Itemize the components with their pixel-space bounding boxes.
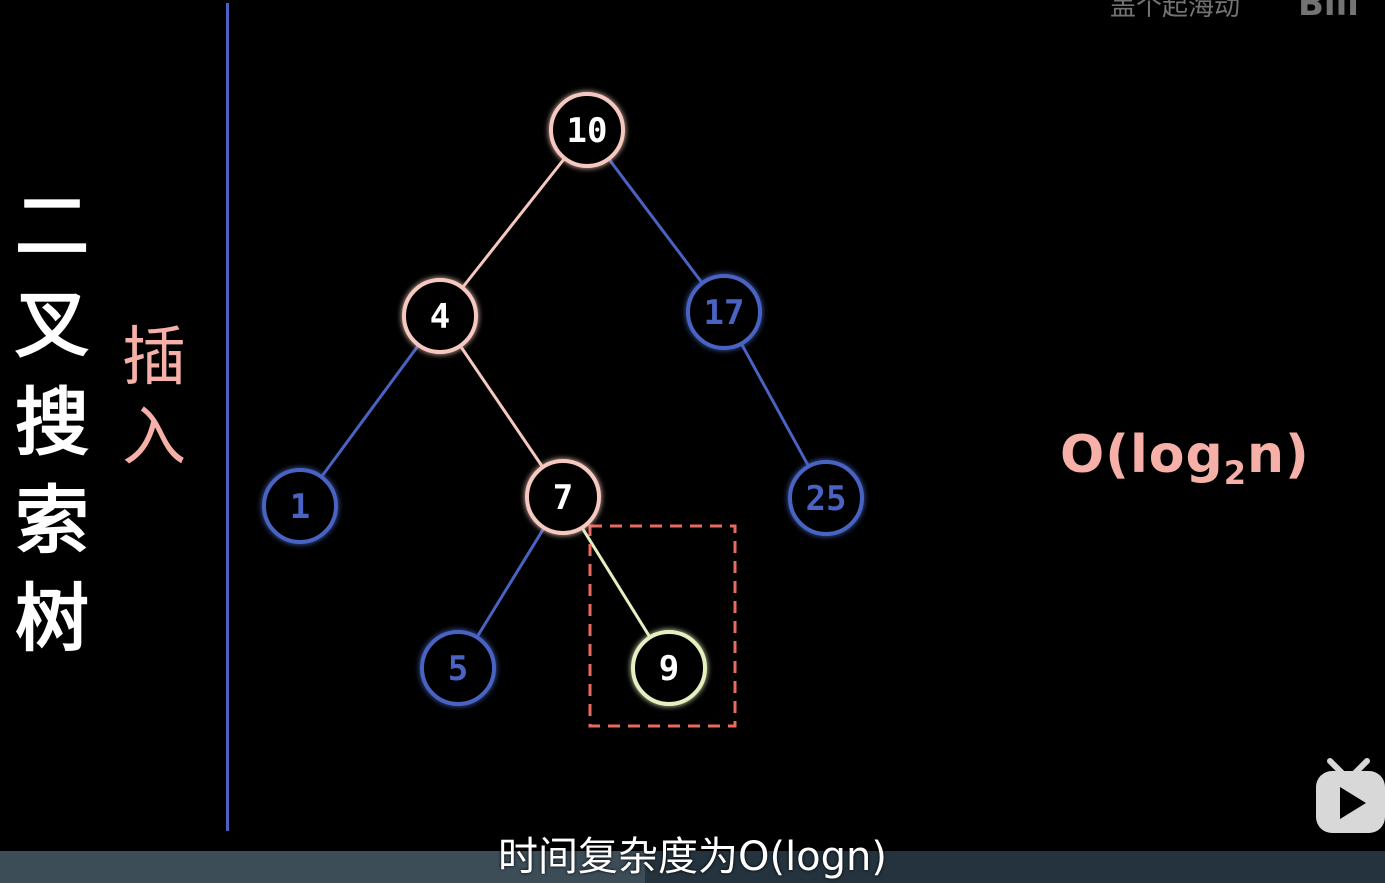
tree-node-label: 9 [659, 649, 679, 689]
section-title-char: 插 [122, 321, 186, 395]
complexity-prefix: O(log [1060, 425, 1224, 485]
tree-edge-n7-n5 [475, 526, 546, 639]
tree-node-circle [420, 630, 496, 706]
tree-node-circle [262, 468, 338, 544]
tree-node-label: 1 [290, 487, 310, 527]
tree-node-circle [788, 460, 864, 536]
side-title-char: 叉 [15, 282, 89, 368]
tree-node: 1 [262, 468, 338, 544]
complexity-base: 2 [1223, 454, 1248, 492]
progress-played [0, 851, 645, 883]
subtitle-caption: 时间复杂度为O(logn) [497, 834, 888, 880]
tree-node: 9 [631, 630, 707, 706]
tree-node-circle [402, 278, 478, 354]
side-title-char: 二 [15, 184, 89, 270]
bilibili-tv-icon[interactable] [1312, 755, 1385, 837]
tree-node: 5 [420, 630, 496, 706]
tree-node-label: 25 [806, 479, 847, 519]
tree-node: 7 [525, 459, 601, 535]
tree-edge-n7-n9 [580, 526, 652, 639]
side-title-char: 树 [15, 576, 89, 662]
tree-node-circle [549, 92, 625, 168]
edges [320, 157, 811, 639]
tree-node: 10 [549, 92, 625, 168]
tree-node-label: 4 [430, 297, 450, 337]
tree-edge-n10-n4 [461, 157, 566, 289]
tree-edge-n10-n17 [607, 157, 704, 285]
vertical-divider [226, 3, 229, 831]
tree-node-label: 17 [704, 293, 745, 333]
complexity-label: O(log2n) [1060, 425, 1310, 492]
bilibili-logo: Bili [1298, 0, 1359, 24]
side-title-char: 搜 [15, 380, 89, 466]
tree-edge-n17-n25 [739, 342, 811, 468]
complexity-suffix: n) [1247, 425, 1310, 485]
tree-node: 4 [402, 278, 478, 354]
tree-node-label: 10 [567, 111, 608, 151]
tree-node: 17 [686, 274, 762, 350]
progress-bar[interactable] [0, 851, 1385, 883]
side-title-char: 索 [15, 478, 89, 564]
tree-node-circle [631, 630, 707, 706]
watermark-text: 盖个起海动 [1110, 0, 1241, 22]
tree-node-circle [525, 459, 601, 535]
tree-edge-n4-n7 [458, 344, 545, 469]
tree-node-label: 5 [448, 649, 468, 689]
tree-node-circle [686, 274, 762, 350]
tree-node: 25 [788, 460, 864, 536]
side-title: 二 叉 搜 索 树 [12, 178, 92, 668]
insert-highlight-box [588, 524, 737, 728]
tree-node-label: 7 [553, 478, 573, 518]
tree-edge-n4-n1 [320, 344, 420, 478]
section-title: 插 入 [118, 318, 190, 478]
section-title-char: 入 [122, 401, 186, 475]
